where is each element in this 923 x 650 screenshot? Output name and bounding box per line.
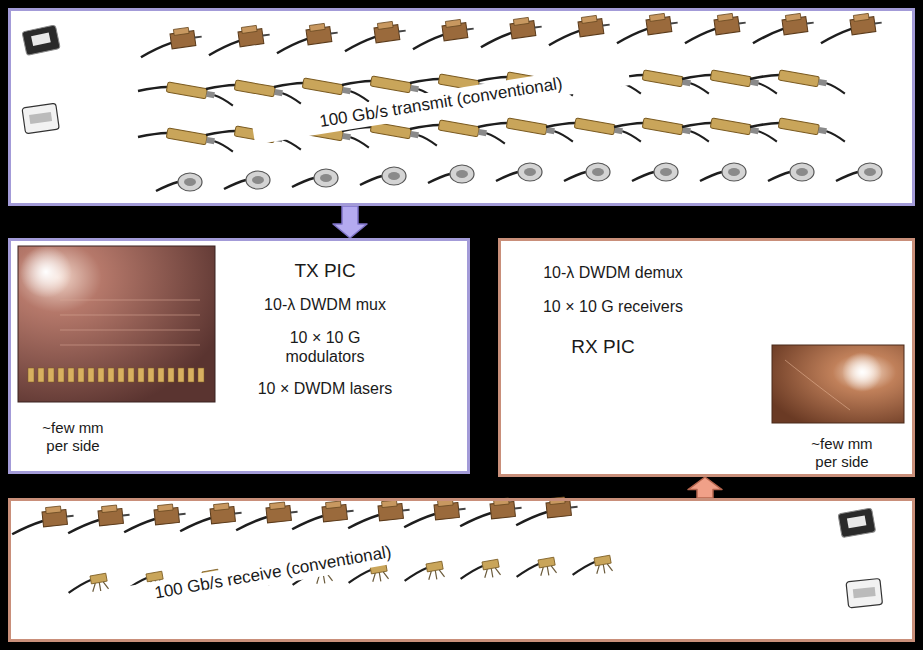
text-slot: 10 × 10 G modulators bbox=[260, 328, 390, 366]
chip-title: RX PIC bbox=[523, 336, 683, 359]
text-slot: 10-λ DWDM mux bbox=[225, 295, 425, 314]
size-note: ~few mm per side bbox=[801, 435, 883, 471]
pic-box: TX PIC 10-λ DWDM mux 10 × 10 G modulators 1… bbox=[8, 238, 470, 474]
size-note: ~few mm per side bbox=[32, 419, 114, 455]
chip-title: TX PIC bbox=[245, 260, 405, 283]
text-slot: ~few mm per side bbox=[32, 419, 114, 455]
text-slot: ~few mm per side bbox=[801, 435, 883, 471]
block-arrow bbox=[688, 477, 722, 498]
spec-text: 10 × 10 G modulators bbox=[260, 328, 390, 366]
conventional-panel: 100 Gb/s receive (conventional) bbox=[8, 498, 915, 642]
spec-text: 10-λ DWDM demux bbox=[513, 263, 713, 282]
spec-text: 10 × 10 G receivers bbox=[513, 297, 713, 316]
panel-label: 100 Gb/s receive (conventional) bbox=[94, 530, 453, 617]
text-slot: 100 Gb/s receive (conventional) bbox=[94, 530, 453, 617]
pic-box: 10-λ DWDM demux 10 × 10 G receivers RX PIC… bbox=[498, 238, 915, 477]
text-slot: RX PIC bbox=[523, 336, 683, 359]
text-slot: TX PIC bbox=[245, 260, 405, 283]
text-slot: 10-λ DWDM demux bbox=[513, 263, 713, 282]
text-slot: 10 × DWDM lasers bbox=[225, 379, 425, 398]
conventional-panel: 100 Gb/s transmit (conventional) bbox=[8, 8, 915, 206]
block-arrow bbox=[333, 206, 367, 238]
spec-text: 10-λ DWDM mux bbox=[225, 295, 425, 314]
panel-label: 100 Gb/s transmit (conventional) bbox=[251, 61, 630, 145]
spec-text: 10 × DWDM lasers bbox=[225, 379, 425, 398]
text-slot: 100 Gb/s transmit (conventional) bbox=[251, 61, 630, 145]
text-slot: 10 × 10 G receivers bbox=[513, 297, 713, 316]
